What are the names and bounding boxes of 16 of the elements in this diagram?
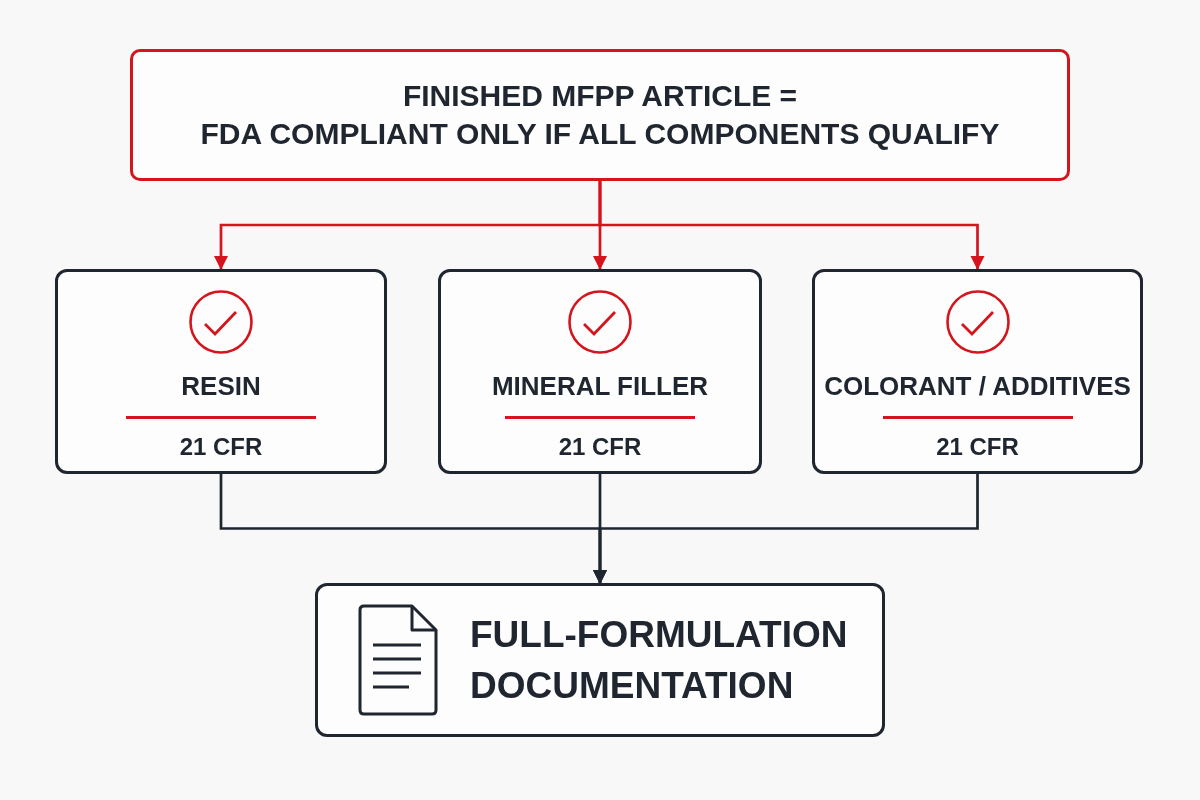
regulation-text: 21 CFR: [179, 431, 263, 462]
regulation-text: 21 CFR: [558, 431, 642, 462]
documentation-title: FULL-FORMULATION DOCUMENTATION: [470, 613, 849, 708]
component-card: [812, 269, 1143, 474]
regulation-text: 21 CFR: [936, 431, 1019, 462]
requirement-box: [130, 49, 1070, 181]
component-title: RESIN: [181, 370, 261, 402]
component-title: MINERAL FILLER: [491, 370, 709, 402]
headline-text: FINISHED MFPP ARTICLE =: [402, 78, 798, 114]
headline-text: FDA COMPLIANT ONLY IF ALL COMPONENTS QUALIFY: [200, 116, 1000, 152]
component-card: [55, 269, 387, 474]
connector-arrow: [598, 181, 985, 270]
component-title: COLORANT / ADDITIVES: [824, 370, 1131, 402]
component-card: [438, 269, 762, 474]
connector-arrow: [593, 474, 979, 584]
documentation-box: [315, 583, 885, 737]
